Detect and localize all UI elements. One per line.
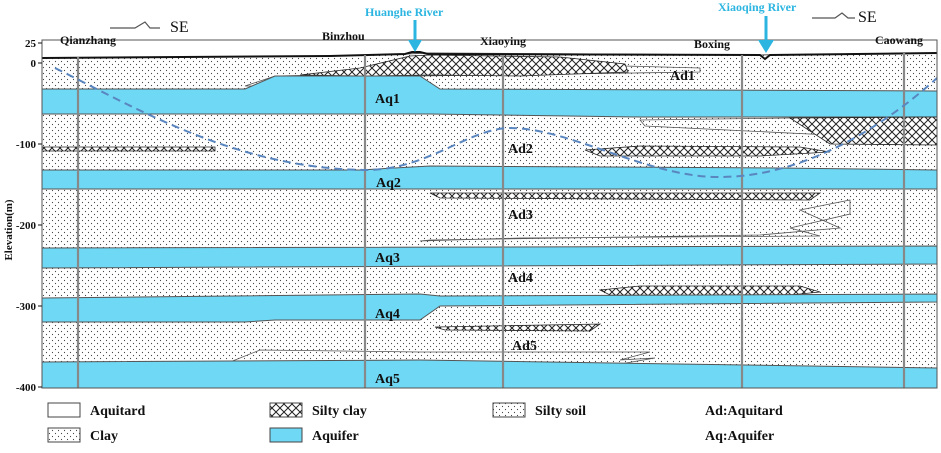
- tick-minus-300: -300: [16, 301, 37, 313]
- river-arrow-xiaoqing: [758, 16, 774, 53]
- aquifer-aq3-shape: [41, 245, 938, 269]
- tick-minus-100: -100: [16, 139, 37, 151]
- tick-minus-200: -200: [16, 220, 37, 232]
- legend-abbr-aq: Aq:Aquifer: [705, 429, 774, 444]
- tick-0: 0: [31, 58, 37, 70]
- legend-swatch-silty-soil: [492, 402, 526, 418]
- legend-abbr-ad: Ad:Aquitard: [705, 404, 783, 419]
- legend: Aquitard Clay Silty clay Aquifer Silty s…: [47, 402, 783, 444]
- direction-marker-right: SE: [812, 9, 877, 26]
- legend-swatch-aquitard: [47, 402, 81, 418]
- direction-marker-left: SE: [110, 19, 189, 36]
- town-qianzhang: Qianzhang: [60, 33, 116, 47]
- legend-aquitard: Aquitard: [90, 404, 145, 419]
- direction-se-right: SE: [858, 9, 877, 26]
- frame: [41, 39, 938, 389]
- legend-swatch-silty-clay: [269, 402, 303, 418]
- label-aq3: Aq3: [375, 251, 400, 266]
- label-aq4: Aq4: [375, 307, 400, 322]
- legend-swatch-aquifer: [269, 427, 303, 443]
- silty-clay-lens-ad5: [434, 323, 602, 332]
- town-xiaoying: Xiaoying: [480, 34, 526, 48]
- direction-se-left: SE: [170, 19, 189, 36]
- label-ad1: Ad1: [670, 69, 695, 84]
- river-huanghe-label: Huanghe River: [365, 5, 444, 19]
- silty-clay-lens-ad3: [429, 192, 822, 201]
- legend-silty-clay: Silty clay: [312, 404, 367, 419]
- legend-clay: Clay: [90, 429, 118, 444]
- legend-swatch-clay: [47, 427, 81, 443]
- y-axis-ticks: [38, 42, 42, 388]
- aquifer-aq4-shape: [41, 293, 938, 323]
- tick-minus-400: -400: [16, 382, 37, 394]
- town-binzhou: Binzhou: [322, 29, 365, 43]
- label-aq1: Aq1: [375, 92, 400, 107]
- label-ad2: Ad2: [508, 142, 533, 157]
- town-caowang: Caowang: [875, 33, 923, 47]
- legend-silty-soil: Silty soil: [535, 404, 586, 419]
- river-xiaoqing-label: Xiaoqing River: [718, 0, 797, 14]
- tick-25: 25: [25, 38, 37, 50]
- silty-soil-lens-ad3: [419, 199, 851, 242]
- y-axis-label: Elevation(m): [3, 199, 15, 260]
- ground-surface: [41, 51, 938, 61]
- label-ad4: Ad4: [508, 271, 533, 286]
- aquifer-aq2-shape: [41, 165, 938, 190]
- boreholes: [76, 53, 906, 388]
- silty-clay-lens-ad2b: [584, 145, 831, 157]
- silty-clay-lens-left: [41, 146, 216, 152]
- town-boxing: Boxing: [694, 37, 730, 51]
- silty-clay-lens-ad1: [299, 54, 629, 77]
- legend-aquifer: Aquifer: [312, 429, 359, 444]
- water-table-line: [54, 67, 938, 179]
- label-ad5: Ad5: [512, 339, 537, 354]
- river-arrow-huanghe: [408, 20, 422, 52]
- label-aq2: Aq2: [376, 176, 401, 191]
- label-ad3: Ad3: [508, 208, 533, 223]
- label-aq5: Aq5: [375, 372, 400, 387]
